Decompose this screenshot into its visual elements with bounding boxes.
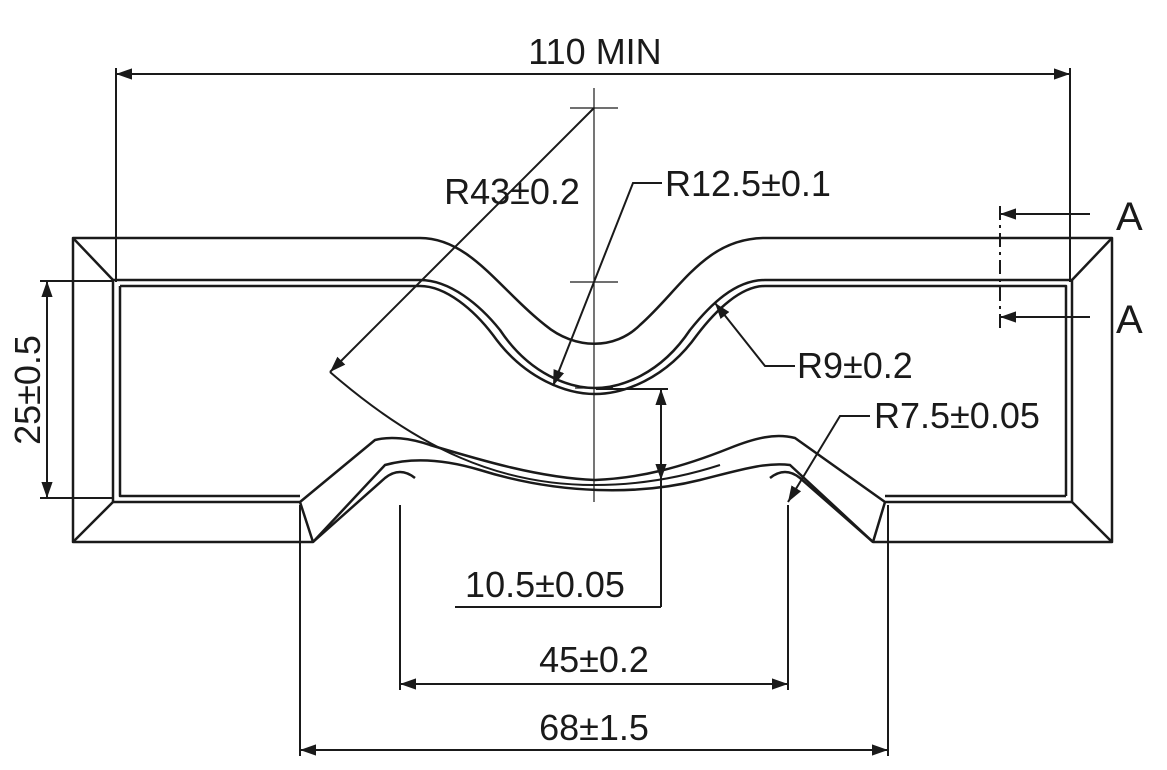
chamfer-step-right xyxy=(871,501,887,543)
chamfer-bottom-right xyxy=(1071,501,1113,543)
lower-cusp-right xyxy=(769,470,874,543)
leader-r43 xyxy=(329,107,595,373)
chamfer-top-left xyxy=(72,237,114,281)
lower-cusp-left xyxy=(312,470,416,543)
leader-r7-5 xyxy=(787,415,870,503)
inner-contour-outer xyxy=(111,278,1074,504)
leader-r12-5 xyxy=(552,182,662,387)
part-outline xyxy=(71,236,1114,544)
leader-r9 xyxy=(714,302,795,367)
arc-r43 xyxy=(329,371,721,487)
label-r43: R43±0.2 xyxy=(444,171,580,212)
section-label-top: A xyxy=(1116,195,1143,239)
section-label-bottom: A xyxy=(1116,298,1143,342)
label-r12-5: R12.5±0.1 xyxy=(665,163,831,204)
inner-contour-inner xyxy=(120,284,1068,496)
label-r7-5: R7.5±0.05 xyxy=(874,395,1040,436)
section-marker xyxy=(999,206,1090,328)
label-45: 45±0.2 xyxy=(539,639,649,680)
center-lines xyxy=(570,88,618,502)
chamfer-step-left xyxy=(298,501,315,543)
label-10-5: 10.5±0.05 xyxy=(465,564,625,605)
label-110-min: 110 MIN xyxy=(528,31,661,72)
chamfer-bottom-left xyxy=(72,501,114,543)
inner-wall-bottom-left xyxy=(118,286,300,498)
label-68: 68±1.5 xyxy=(539,707,649,748)
label-25: 25±0.5 xyxy=(7,335,48,445)
label-r9: R9±0.2 xyxy=(797,345,913,386)
chamfer-top-right xyxy=(1071,237,1113,281)
dimension-lines xyxy=(40,68,1071,756)
